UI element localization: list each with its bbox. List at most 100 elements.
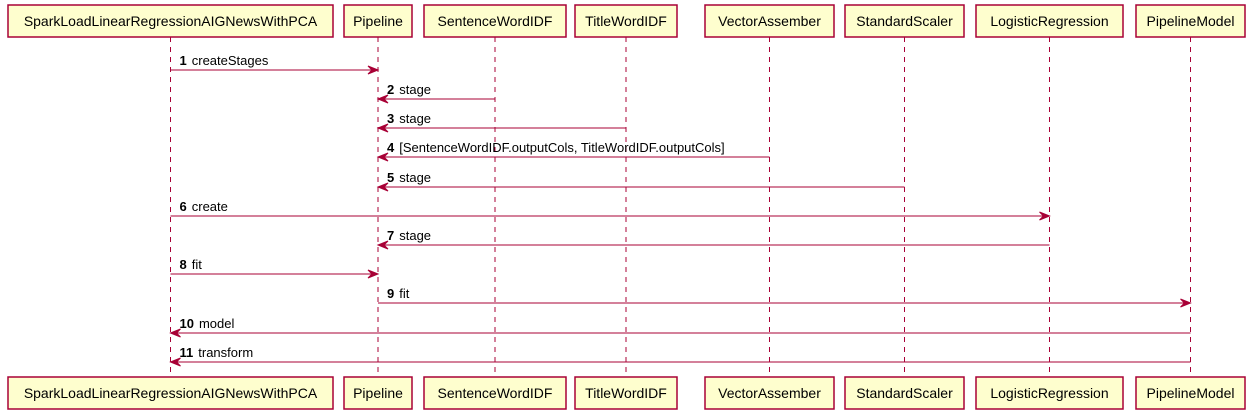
participant-label: TitleWordIDF xyxy=(585,385,667,401)
participant-label: VectorAssember xyxy=(718,385,821,401)
participant-box xyxy=(704,4,835,38)
participant-label: SentenceWordIDF xyxy=(438,13,553,29)
participant-label: SentenceWordIDF xyxy=(438,385,553,401)
participant-box xyxy=(574,376,678,410)
participant-spark-bottom: SparkLoadLinearRegressionAIGNewsWithPCA xyxy=(7,376,334,410)
message-label: 2 stage xyxy=(387,82,431,97)
participant-spark-top: SparkLoadLinearRegressionAIGNewsWithPCA xyxy=(7,4,334,38)
participant-box xyxy=(1135,4,1246,38)
participant-scaler-top: StandardScaler xyxy=(844,4,965,38)
message-3: 3 stage xyxy=(376,111,626,133)
message-number: 6 xyxy=(180,199,187,214)
participant-pipeline-bottom: Pipeline xyxy=(343,376,413,410)
message-text: stage xyxy=(399,111,431,126)
message-text: stage xyxy=(399,170,431,185)
participant-box xyxy=(704,376,835,410)
message-label: 4 [SentenceWordIDF.outputCols, TitleWordI… xyxy=(387,140,725,155)
arrowhead-icon xyxy=(376,240,389,250)
arrowhead-icon xyxy=(169,328,181,338)
message-number: 10 xyxy=(180,316,194,331)
message-text: [SentenceWordIDF.outputCols, TitleWordID… xyxy=(399,140,724,155)
participant-box xyxy=(343,376,413,410)
participant-label: VectorAssember xyxy=(718,13,821,29)
message-label: 9 fit xyxy=(387,286,410,301)
message-text: stage xyxy=(399,82,431,97)
participant-label: TitleWordIDF xyxy=(585,13,667,29)
arrowhead-icon xyxy=(169,357,181,367)
participant-label: Pipeline xyxy=(353,13,403,29)
participant-box xyxy=(423,4,567,38)
arrowhead-icon xyxy=(376,182,389,192)
message-6: 6 create xyxy=(170,199,1051,221)
arrowhead-icon xyxy=(376,123,389,133)
participant-box xyxy=(975,376,1124,410)
message-text: create xyxy=(192,199,228,214)
participant-box xyxy=(844,376,965,410)
participant-vector-bottom: VectorAssember xyxy=(704,376,835,410)
participant-sentence-top: SentenceWordIDF xyxy=(423,4,567,38)
participant-box xyxy=(7,376,334,410)
participant-logreg-top: LogisticRegression xyxy=(975,4,1124,38)
participant-label: SparkLoadLinearRegressionAIGNewsWithPCA xyxy=(24,13,318,29)
lifelines xyxy=(170,37,1191,377)
message-number: 2 xyxy=(387,82,394,97)
arrowhead-icon xyxy=(1180,298,1192,308)
message-8: 8 fit xyxy=(170,257,380,279)
participant-vector-top: VectorAssember xyxy=(704,4,835,38)
participant-box xyxy=(343,4,413,38)
participant-box xyxy=(1135,376,1246,410)
participant-label: Pipeline xyxy=(353,385,403,401)
message-2: 2 stage xyxy=(376,82,495,104)
participant-label: StandardScaler xyxy=(856,385,953,401)
message-4: 4 [SentenceWordIDF.outputCols, TitleWordI… xyxy=(376,140,770,162)
participant-scaler-bottom: StandardScaler xyxy=(844,376,965,410)
message-10: 10 model xyxy=(169,316,1191,338)
message-9: 9 fit xyxy=(378,286,1192,308)
message-text: model xyxy=(199,316,235,331)
arrowhead-icon xyxy=(367,65,380,75)
participant-pmodel-top: PipelineModel xyxy=(1135,4,1246,38)
participant-pmodel-bottom: PipelineModel xyxy=(1135,376,1246,410)
arrowhead-icon xyxy=(376,94,389,104)
participant-box xyxy=(844,4,965,38)
message-label: 8 fit xyxy=(180,257,203,272)
participant-logreg-bottom: LogisticRegression xyxy=(975,376,1124,410)
participants-bottom: SparkLoadLinearRegressionAIGNewsWithPCA P… xyxy=(7,376,1246,410)
message-number: 3 xyxy=(387,111,394,126)
participants-top: SparkLoadLinearRegressionAIGNewsWithPCA P… xyxy=(7,4,1246,38)
message-number: 8 xyxy=(180,257,187,272)
participant-label: PipelineModel xyxy=(1147,385,1235,401)
participant-label: LogisticRegression xyxy=(990,385,1108,401)
participant-pipeline-top: Pipeline xyxy=(343,4,413,38)
message-label: 5 stage xyxy=(387,170,431,185)
message-text: fit xyxy=(399,286,410,301)
message-label: 10 model xyxy=(180,316,235,331)
participant-label: StandardScaler xyxy=(856,13,953,29)
participant-label: LogisticRegression xyxy=(990,13,1108,29)
message-text: fit xyxy=(192,257,203,272)
arrowhead-icon xyxy=(376,152,389,162)
participant-box xyxy=(7,4,334,38)
message-label: 7 stage xyxy=(387,228,431,243)
arrowhead-icon xyxy=(367,269,380,279)
message-text: transform xyxy=(198,345,253,360)
participant-title-top: TitleWordIDF xyxy=(574,4,678,38)
message-number: 9 xyxy=(387,286,394,301)
message-label: 3 stage xyxy=(387,111,431,126)
participant-label: PipelineModel xyxy=(1147,13,1235,29)
message-number: 4 xyxy=(387,140,395,155)
message-5: 5 stage xyxy=(376,170,905,192)
message-text: stage xyxy=(399,228,431,243)
message-number: 7 xyxy=(387,228,394,243)
participant-box xyxy=(975,4,1124,38)
arrowhead-icon xyxy=(1039,211,1051,221)
message-number: 5 xyxy=(387,170,394,185)
participant-box xyxy=(574,4,678,38)
participant-label: SparkLoadLinearRegressionAIGNewsWithPCA xyxy=(24,385,318,401)
